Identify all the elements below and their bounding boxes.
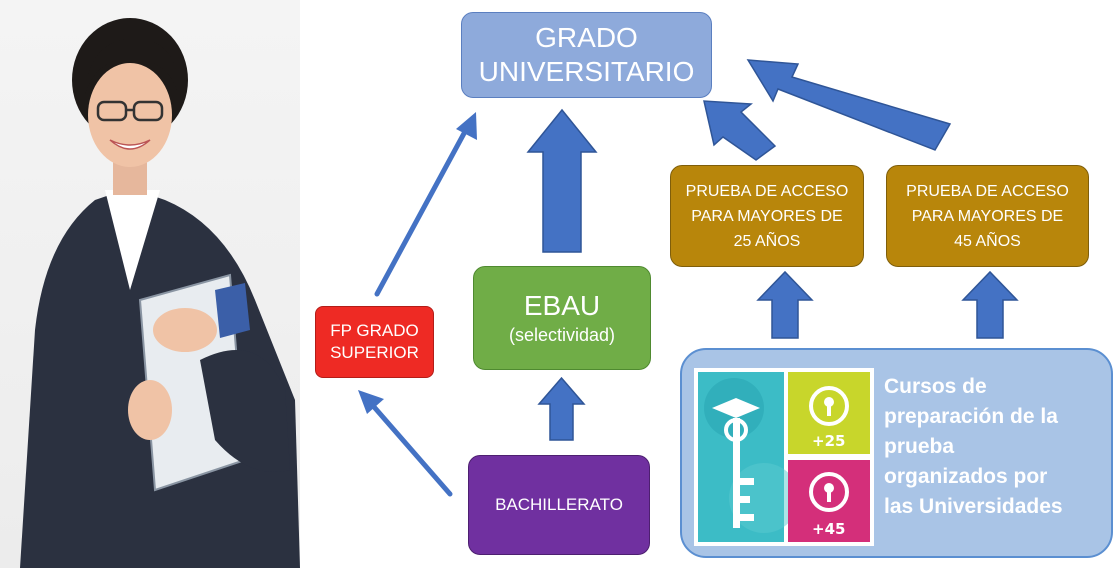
bachillerato-label: BACHILLERATO xyxy=(495,495,623,514)
cursos-line-3: prueba xyxy=(884,435,955,458)
badge-45: +45 xyxy=(812,520,846,538)
access-key-logo: +25 +45 xyxy=(694,368,874,546)
arrow-ebau-to-grado xyxy=(526,108,598,253)
cursos-line-1: Cursos de xyxy=(884,375,987,398)
woman-photo xyxy=(0,0,300,568)
prueba45-line-3: 45 AÑOS xyxy=(954,232,1021,250)
arrow-cursos-to-prueba25 xyxy=(756,270,814,339)
arrow-prueba25-to-grado xyxy=(703,100,777,161)
badge-25: +25 xyxy=(812,432,846,450)
arrow-prueba45-to-grado xyxy=(746,59,952,151)
arrow-fp-to-grado xyxy=(374,123,471,297)
grado-line-1: GRADO xyxy=(535,22,638,53)
prueba25-line-3: 25 AÑOS xyxy=(733,232,801,250)
ebau-subtitle: (selectividad) xyxy=(508,325,616,345)
grado-universitario-box: GRADO UNIVERSITARIO xyxy=(461,12,712,98)
prueba25-line-1: PRUEBA DE ACCESO xyxy=(685,182,849,200)
ebau-box: EBAU (selectividad) xyxy=(473,266,651,370)
prueba45-line-1: PRUEBA DE ACCESO xyxy=(906,182,1069,200)
prueba45-line-2: PARA MAYORES DE xyxy=(911,207,1064,225)
prueba25-line-2: PARA MAYORES DE xyxy=(691,207,843,225)
fp-line-2: SUPERIOR xyxy=(330,343,419,362)
arrow-cursos-to-prueba45 xyxy=(961,270,1019,339)
prueba-mayores-45-box: PRUEBA DE ACCESO PARA MAYORES DE 45 AÑOS xyxy=(886,165,1089,267)
arrow-bachillerato-to-ebau xyxy=(537,376,586,441)
cursos-line-4: organizados por xyxy=(884,465,1048,488)
grado-line-2: UNIVERSITARIO xyxy=(478,56,695,87)
cursos-line-5: las Universidades xyxy=(884,495,1063,518)
bachillerato-box: BACHILLERATO xyxy=(468,455,650,555)
fp-grado-superior-box: FP GRADO SUPERIOR xyxy=(315,306,434,378)
cursos-line-2: preparación de la xyxy=(884,405,1058,428)
ebau-title: EBAU xyxy=(523,290,601,321)
cursos-text: Cursos de preparación de la prueba organ… xyxy=(884,372,1110,522)
arrow-bachillerato-to-fp xyxy=(365,397,453,497)
key-icon xyxy=(712,398,760,528)
prueba-mayores-25-box: PRUEBA DE ACCESO PARA MAYORES DE 25 AÑOS xyxy=(670,165,864,267)
fp-line-1: FP GRADO xyxy=(330,321,419,340)
